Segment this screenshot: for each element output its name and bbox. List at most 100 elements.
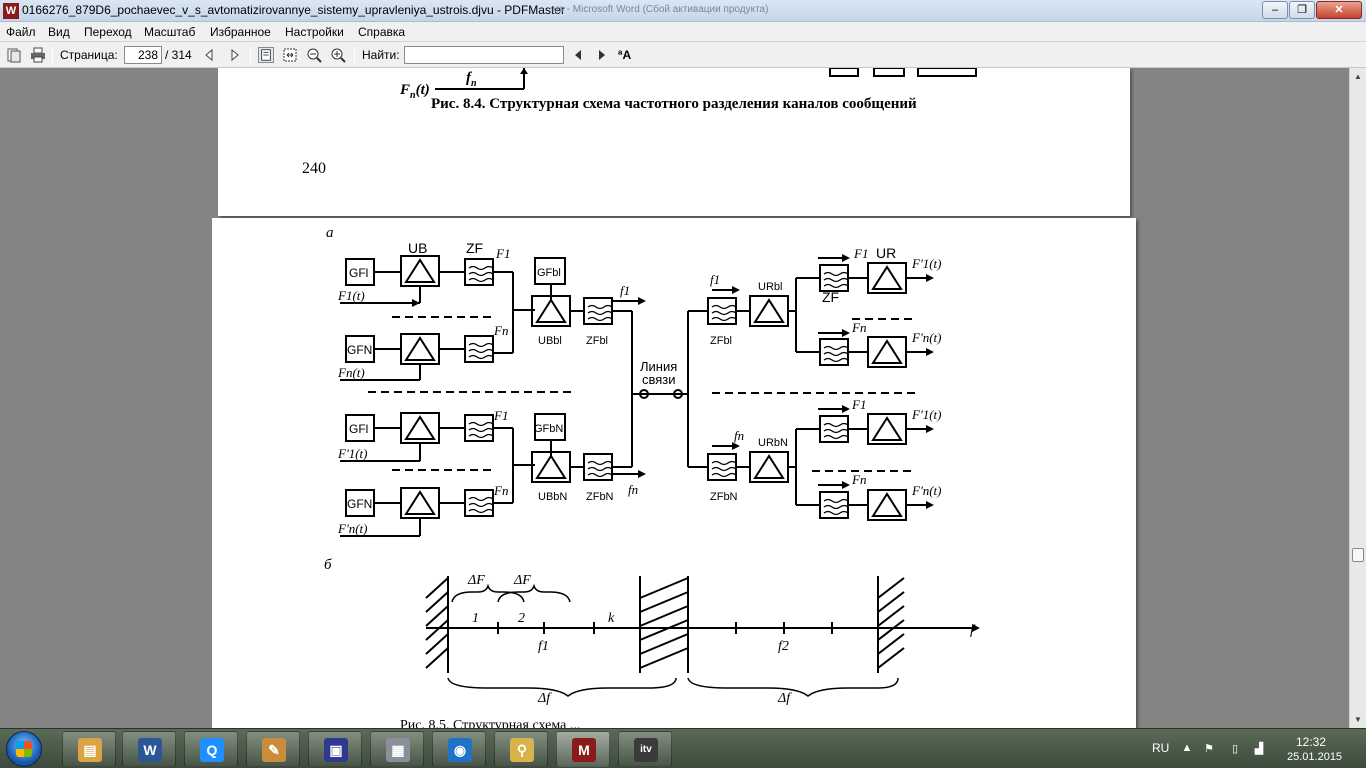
back-arrow-icon[interactable] xyxy=(202,47,218,63)
svg-text:fn: fn xyxy=(628,482,638,497)
print-icon[interactable] xyxy=(30,47,46,63)
svg-text:ZFbl: ZFbl xyxy=(710,335,732,347)
svg-text:F'1(t): F'1(t) xyxy=(337,446,368,461)
svg-text:F'n(t): F'n(t) xyxy=(911,483,942,498)
find-input[interactable] xyxy=(404,46,564,64)
spectrum-labels: ΔF ΔF 1 2 k f1 f2 Δf Δf f xyxy=(467,573,976,706)
page-number-input[interactable] xyxy=(124,46,162,64)
taskbar-app-calculator[interactable]: ▦ xyxy=(370,731,424,767)
taskbar-app-word[interactable]: W xyxy=(122,731,176,767)
maximize-button[interactable]: ❐ xyxy=(1289,1,1315,19)
zoom-out-icon[interactable] xyxy=(306,47,322,63)
find-previous-icon[interactable] xyxy=(570,47,586,63)
menu-file[interactable]: Файл xyxy=(6,25,36,39)
svg-text:F'n(t): F'n(t) xyxy=(337,521,368,536)
menu-zoom[interactable]: Масштаб xyxy=(144,25,196,39)
match-case-icon[interactable]: ªA xyxy=(618,48,632,62)
scroll-thumb[interactable] xyxy=(1352,548,1364,562)
svg-text:Fn: Fn xyxy=(851,472,866,487)
action-center-flag-icon[interactable]: ⚑ xyxy=(1204,743,1214,755)
vertical-scrollbar[interactable]: ▲ ▼ xyxy=(1349,68,1366,728)
menu-go[interactable]: Переход xyxy=(84,25,132,39)
taskbar-app-paint[interactable]: ✎ xyxy=(246,731,300,767)
fragment-fn: fn xyxy=(466,70,477,89)
svg-text:Fn(t): Fn(t) xyxy=(337,365,365,380)
open-icon[interactable] xyxy=(6,47,22,63)
svg-text:UB: UB xyxy=(408,240,427,256)
svg-text:f1: f1 xyxy=(710,272,720,287)
figure-a-label: а xyxy=(326,225,334,241)
clock-date[interactable]: 25.01.2015 xyxy=(1287,751,1343,763)
svg-text:URbN: URbN xyxy=(758,437,788,449)
close-button[interactable]: ✕ xyxy=(1316,1,1362,19)
document-view[interactable]: Fn(t) fn Рис. 8.4. Структурная схема час… xyxy=(0,68,1349,728)
filter-symbols xyxy=(468,265,849,516)
spectrum-diagram xyxy=(426,576,972,697)
battery-icon[interactable]: ▯ xyxy=(1231,743,1239,755)
word-icon: W xyxy=(138,738,162,762)
svg-text:f1: f1 xyxy=(538,639,549,654)
network-icon[interactable]: ▟ xyxy=(1254,743,1264,755)
fit-page-icon[interactable] xyxy=(258,47,274,63)
minimize-button[interactable]: – xyxy=(1262,1,1288,19)
page-label: Страница: xyxy=(60,48,118,62)
svg-text:UBbl: UBbl xyxy=(538,335,562,347)
toolbar-separator xyxy=(52,46,53,64)
svg-text:f: f xyxy=(970,623,976,638)
block-box xyxy=(917,68,977,77)
arrow-head xyxy=(520,68,528,74)
title-bar: W 0166276_879D6_pochaevec_v_s_avtomatizi… xyxy=(0,0,1366,22)
menu-settings[interactable]: Настройки xyxy=(285,25,344,39)
page-240: Fn(t) fn Рис. 8.4. Структурная схема час… xyxy=(218,68,1130,216)
show-hidden-icons-icon[interactable]: ▲ xyxy=(1181,742,1193,754)
svg-text:k: k xyxy=(608,611,615,626)
fit-width-icon[interactable] xyxy=(282,47,298,63)
scroll-down-icon[interactable]: ▼ xyxy=(1354,715,1362,724)
svg-text:F'1(t): F'1(t) xyxy=(911,407,942,422)
svg-text:ZF: ZF xyxy=(822,289,839,305)
svg-text:ΔF: ΔF xyxy=(467,573,485,588)
calculator-icon: ▦ xyxy=(386,738,410,762)
app-icon: W xyxy=(3,3,19,19)
block-box xyxy=(873,68,905,77)
taskbar-app-explorer[interactable]: ▤ xyxy=(62,731,116,767)
menu-view[interactable]: Вид xyxy=(48,25,70,39)
taskbar-app-save[interactable]: ▣ xyxy=(308,731,362,767)
menu-favorites[interactable]: Избранное xyxy=(210,25,271,39)
start-button[interactable] xyxy=(6,731,42,767)
zoom-in-icon[interactable] xyxy=(330,47,346,63)
find-next-icon[interactable] xyxy=(594,47,610,63)
figure-caption: Рис. 8.5. Структурная схема ... xyxy=(400,718,581,728)
svg-text:связи: связи xyxy=(642,372,676,387)
axis-arrow xyxy=(972,624,980,632)
clock-time[interactable]: 12:32 xyxy=(1296,735,1327,749)
language-indicator[interactable]: RU xyxy=(1152,741,1170,755)
toolbar-separator xyxy=(354,46,355,64)
svg-text:ZFbl: ZFbl xyxy=(586,335,608,347)
save-icon: ▣ xyxy=(324,738,348,762)
schematic-lines xyxy=(340,255,926,537)
menu-help[interactable]: Справка xyxy=(358,25,406,39)
taskbar-app-search[interactable]: Q xyxy=(184,731,238,767)
svg-text:Δf: Δf xyxy=(537,691,552,706)
scroll-up-icon[interactable]: ▲ xyxy=(1354,72,1362,81)
dashed-separators xyxy=(368,316,918,472)
taskbar-app-pdfmaster[interactable]: M xyxy=(556,731,610,767)
tv-icon: itv xyxy=(634,738,658,762)
taskbar-app-finder[interactable]: ⚲ xyxy=(494,731,548,767)
figure-caption: Рис. 8.4. Структурная схема частотного р… xyxy=(431,96,917,112)
fragment-fn-t: Fn(t) xyxy=(399,82,430,101)
page-number: 240 xyxy=(302,160,326,177)
taskbar-app-browser[interactable]: ◉ xyxy=(432,731,486,767)
toolbar-separator xyxy=(250,46,251,64)
taskbar-app-tv[interactable]: itv xyxy=(618,731,672,767)
svg-text:Fn: Fn xyxy=(851,320,866,335)
svg-text:Линия: Линия xyxy=(640,359,677,374)
svg-text:URbl: URbl xyxy=(758,281,782,293)
explorer-icon: ▤ xyxy=(78,738,102,762)
forward-arrow-icon[interactable] xyxy=(226,47,242,63)
signal-labels: F1(t) Fn(t) F'1(t) F'n(t) F1 Fn F1 Fn f1… xyxy=(337,246,942,536)
svg-text:GFN: GFN xyxy=(347,497,372,511)
windows-logo-icon xyxy=(16,741,32,757)
